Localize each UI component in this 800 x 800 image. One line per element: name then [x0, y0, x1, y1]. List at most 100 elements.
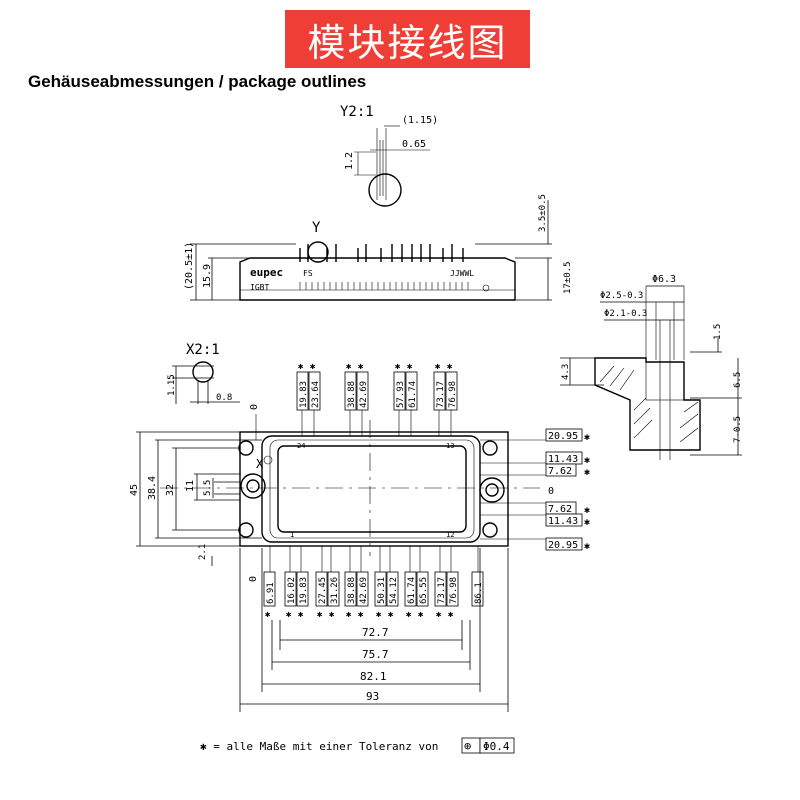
zero-ref-bottom: 0 — [248, 576, 259, 582]
bottom-dim-3: 19.83 — [299, 577, 309, 604]
top-dim-6: 61.74 — [408, 381, 418, 408]
label-fs: FS — [303, 269, 313, 278]
detail-x-circle — [192, 361, 214, 383]
bottom-star-11: ✱ — [418, 610, 424, 620]
bottom-star-13: ✱ — [448, 610, 454, 620]
right-dim-3: 7.62 — [548, 466, 572, 477]
detail-y-dim-3: 1.2 — [344, 152, 355, 170]
position-tolerance-icon: ⊕ — [464, 739, 471, 753]
side-dim-right-top: 3.5±0.5 — [538, 194, 548, 232]
right-dimension-labels: 20.95 11.43 7.62 7.62 11.43 20.95 ✱ ✱ ✱ … — [480, 428, 590, 552]
detail-x-marker: X — [256, 457, 264, 471]
bottom-dim-6: 38.88 — [347, 577, 357, 604]
top-star-1: ✱ — [298, 362, 304, 372]
top-dim-7: 73.17 — [436, 381, 446, 408]
right-dim-1: 20.95 — [548, 431, 578, 442]
side-dim-right-side: 17±0.5 — [563, 261, 573, 294]
top-star-2: ✱ — [310, 362, 316, 372]
top-dimension-labels: 19.83 23.64 38.88 42.69 57.93 61.74 73.1… — [296, 362, 458, 436]
footnote-text: ✱ = alle Maße mit einer Toleranz von — [200, 740, 438, 753]
right-dim-5: 11.43 — [548, 516, 578, 527]
detail-y-marker: Y — [312, 220, 321, 236]
left-dim-11: 11 — [185, 480, 196, 492]
top-dim-5: 57.93 — [396, 381, 406, 408]
bottom-dim-7: 42.69 — [359, 577, 369, 604]
detail-x-dim-1: 1.15 — [167, 374, 177, 396]
bottom-dim-10: 61.74 — [407, 577, 417, 604]
bottom-dim-11: 65.55 — [419, 577, 429, 604]
detail-x: X2:1 1.15 0.8 — [167, 342, 240, 404]
right-star-1: ✱ — [584, 432, 590, 443]
detail-y-marker-circle — [307, 241, 329, 263]
label-stripes — [299, 282, 469, 290]
top-view: X 24 13 1 12 0 0 0 19.83 23.64 38.88 42.… — [129, 362, 590, 712]
top-star-7: ✱ — [435, 362, 441, 372]
top-star-3: ✱ — [346, 362, 352, 372]
module-housing-top — [239, 431, 509, 547]
section-dim-inner: Φ2.1-0.3 — [604, 309, 647, 319]
width-dim-4: 93 — [366, 690, 379, 703]
right-star-5: ✱ — [584, 517, 590, 528]
detail-x-dim-2: 0.8 — [216, 393, 232, 403]
left-dim-32: 32 — [165, 484, 176, 496]
bottom-dim-4: 27.45 — [318, 577, 328, 604]
detail-y-title: Y2:1 — [340, 104, 374, 120]
bottom-dim-1: 6.91 — [266, 582, 276, 604]
pin-label-1: 1 — [290, 531, 294, 539]
bottom-star-9: ✱ — [388, 610, 394, 620]
corner-hole-top-left — [238, 440, 254, 456]
pin-label-24: 24 — [297, 442, 305, 450]
right-star-3: ✱ — [584, 467, 590, 478]
right-dim-4: 7.62 — [548, 504, 572, 515]
width-dim-3: 82.1 — [360, 670, 387, 683]
bottom-dim-9: 54.12 — [389, 577, 399, 604]
top-dim-2: 23.64 — [311, 381, 321, 408]
width-dim-1: 72.7 — [362, 626, 389, 639]
corner-hole-top-right — [482, 440, 498, 456]
side-dim-outer: (20.5±1) — [184, 242, 195, 290]
left-dim-38-4: 38.4 — [147, 476, 158, 500]
top-star-8: ✱ — [447, 362, 453, 372]
brand-logo: eupec — [250, 266, 283, 279]
right-star-6: ✱ — [584, 541, 590, 552]
bottom-dim-13: 76.98 — [449, 577, 459, 604]
bottom-dimension-labels: 6.91 16.02 19.83 27.45 31.26 38.88 42.69… — [263, 546, 484, 620]
tolerance-footnote: ✱ = alle Maße mit einer Toleranz von ⊕ Φ… — [200, 737, 515, 754]
bottom-star-8: ✱ — [376, 610, 382, 620]
bottom-star-4: ✱ — [317, 610, 323, 620]
top-dim-4: 42.69 — [359, 381, 369, 408]
left-dim-45: 45 — [129, 484, 140, 496]
top-dim-8: 76.98 — [448, 381, 458, 408]
mounting-section — [594, 357, 701, 451]
top-star-5: ✱ — [395, 362, 401, 372]
section-dim-h1: 1.5 — [713, 324, 723, 340]
corner-hole-bottom-left — [238, 522, 254, 538]
side-view: Y eupec IGBT FS JJWWL — [184, 194, 573, 301]
section-hatching — [599, 365, 699, 443]
top-dim-3: 38.88 — [347, 381, 357, 408]
label-jjwwl: JJWWL — [450, 269, 474, 278]
bottom-dim-2: 16.02 — [287, 577, 297, 604]
module-housing-side — [239, 257, 516, 301]
pin-label-13: 13 — [446, 442, 454, 450]
footnote-tolerance: Φ0.4 — [483, 740, 510, 753]
section-dim-h3: 6.5 — [733, 372, 743, 388]
left-dim-5-5: 5.5 — [203, 480, 213, 496]
bottom-star-2: ✱ — [286, 610, 292, 620]
bottom-dim-14: 86.1 — [474, 582, 484, 604]
bottom-star-3: ✱ — [298, 610, 304, 620]
section-dim-h2: 4.3 — [561, 364, 571, 380]
title-banner: 模块接线图 — [285, 10, 530, 68]
right-dim-2: 11.43 — [548, 454, 578, 465]
detail-y-circle — [368, 173, 402, 207]
top-star-6: ✱ — [407, 362, 413, 372]
detail-y: Y2:1 (1.15) 0.65 1.2 — [340, 104, 438, 207]
pin-label-12: 12 — [446, 531, 454, 539]
housing-frame — [261, 435, 481, 543]
package-outline-heading: Gehäuseabmessungen / package outlines — [28, 72, 367, 91]
side-dim-inner: 15.9 — [202, 264, 213, 288]
left-dimension-labels: 45 38.4 32 11 5.5 2.1 — [129, 431, 262, 566]
top-star-4: ✱ — [358, 362, 364, 372]
housing-window — [277, 445, 467, 533]
